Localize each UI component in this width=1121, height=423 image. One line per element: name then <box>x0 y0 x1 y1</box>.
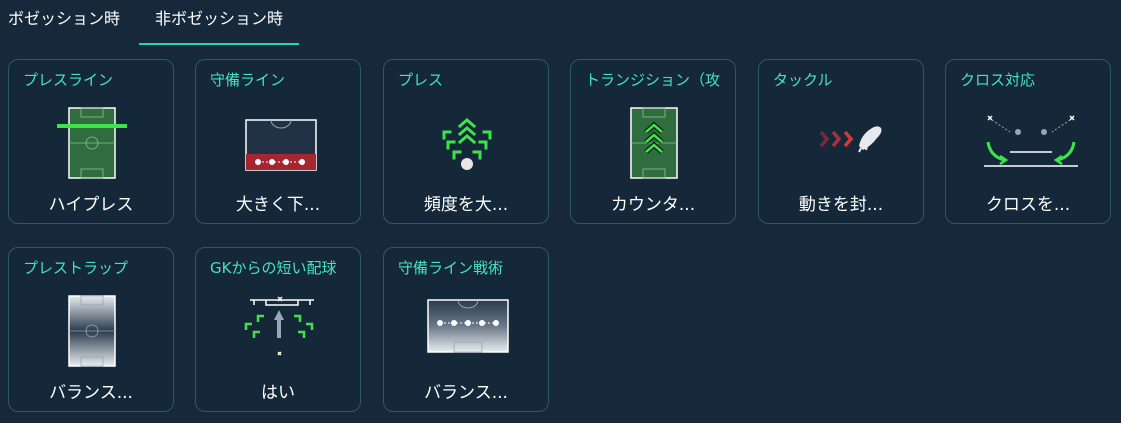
card-value: カウンタ... <box>610 195 696 215</box>
card-tackle[interactable]: タックル 動きを封... <box>758 59 924 224</box>
card-cross[interactable]: クロス対応 クロスを... <box>945 59 1111 224</box>
card-title: タックル <box>773 71 833 89</box>
card-title: トランジション（攻 <box>585 71 721 89</box>
card-defensive-line[interactable]: 守備ライン 大きく下... <box>195 59 361 224</box>
balanced-pitch-icon <box>27 290 157 374</box>
tab-bar: ボゼッション時 非ボゼッション時 <box>0 0 1121 45</box>
cross-defense-icon <box>964 102 1094 186</box>
card-transition[interactable]: トランジション（攻 カウンタ... <box>570 59 736 224</box>
card-press-trap[interactable]: プレストラップ バランス... <box>8 247 174 412</box>
card-title: 守備ライン <box>210 71 286 89</box>
card-press-line[interactable]: プレスライン ハイプレス <box>8 59 174 224</box>
counter-attack-pitch-icon <box>589 102 719 186</box>
card-gk-short-distribution[interactable]: GKからの短い配球 はい <box>195 247 361 412</box>
card-press[interactable]: プレス 頻度を大... <box>383 59 549 224</box>
card-title: GKからの短い配球 <box>210 259 337 277</box>
card-title: プレス <box>398 71 444 89</box>
balanced-line-pitch-icon <box>402 290 532 374</box>
deep-line-pitch-icon <box>214 102 344 186</box>
card-value: バランス... <box>49 383 133 403</box>
card-value: 大きく下... <box>235 195 321 215</box>
gk-short-pass-icon <box>214 290 344 374</box>
tab-possession[interactable]: ボゼッション時 <box>8 9 121 28</box>
press-arrows-icon <box>402 102 532 186</box>
card-value: 動きを封... <box>798 195 884 215</box>
high-press-pitch-icon <box>27 102 157 186</box>
card-defensive-line-tactic[interactable]: 守備ライン戦術 バランス... <box>383 247 549 412</box>
card-value: 頻度を大... <box>423 195 509 215</box>
card-value: はい <box>261 383 295 403</box>
card-value: バランス... <box>424 383 508 403</box>
card-value: クロスを... <box>985 195 1071 215</box>
card-title: プレストラップ <box>23 259 129 277</box>
tackle-boot-icon <box>777 102 907 186</box>
tab-non-possession[interactable]: 非ボゼッション時 <box>139 0 299 45</box>
card-title: プレスライン <box>23 71 114 89</box>
card-title: クロス対応 <box>960 71 1036 89</box>
card-title: 守備ライン戦術 <box>398 259 504 277</box>
card-value: ハイプレス <box>48 195 134 215</box>
